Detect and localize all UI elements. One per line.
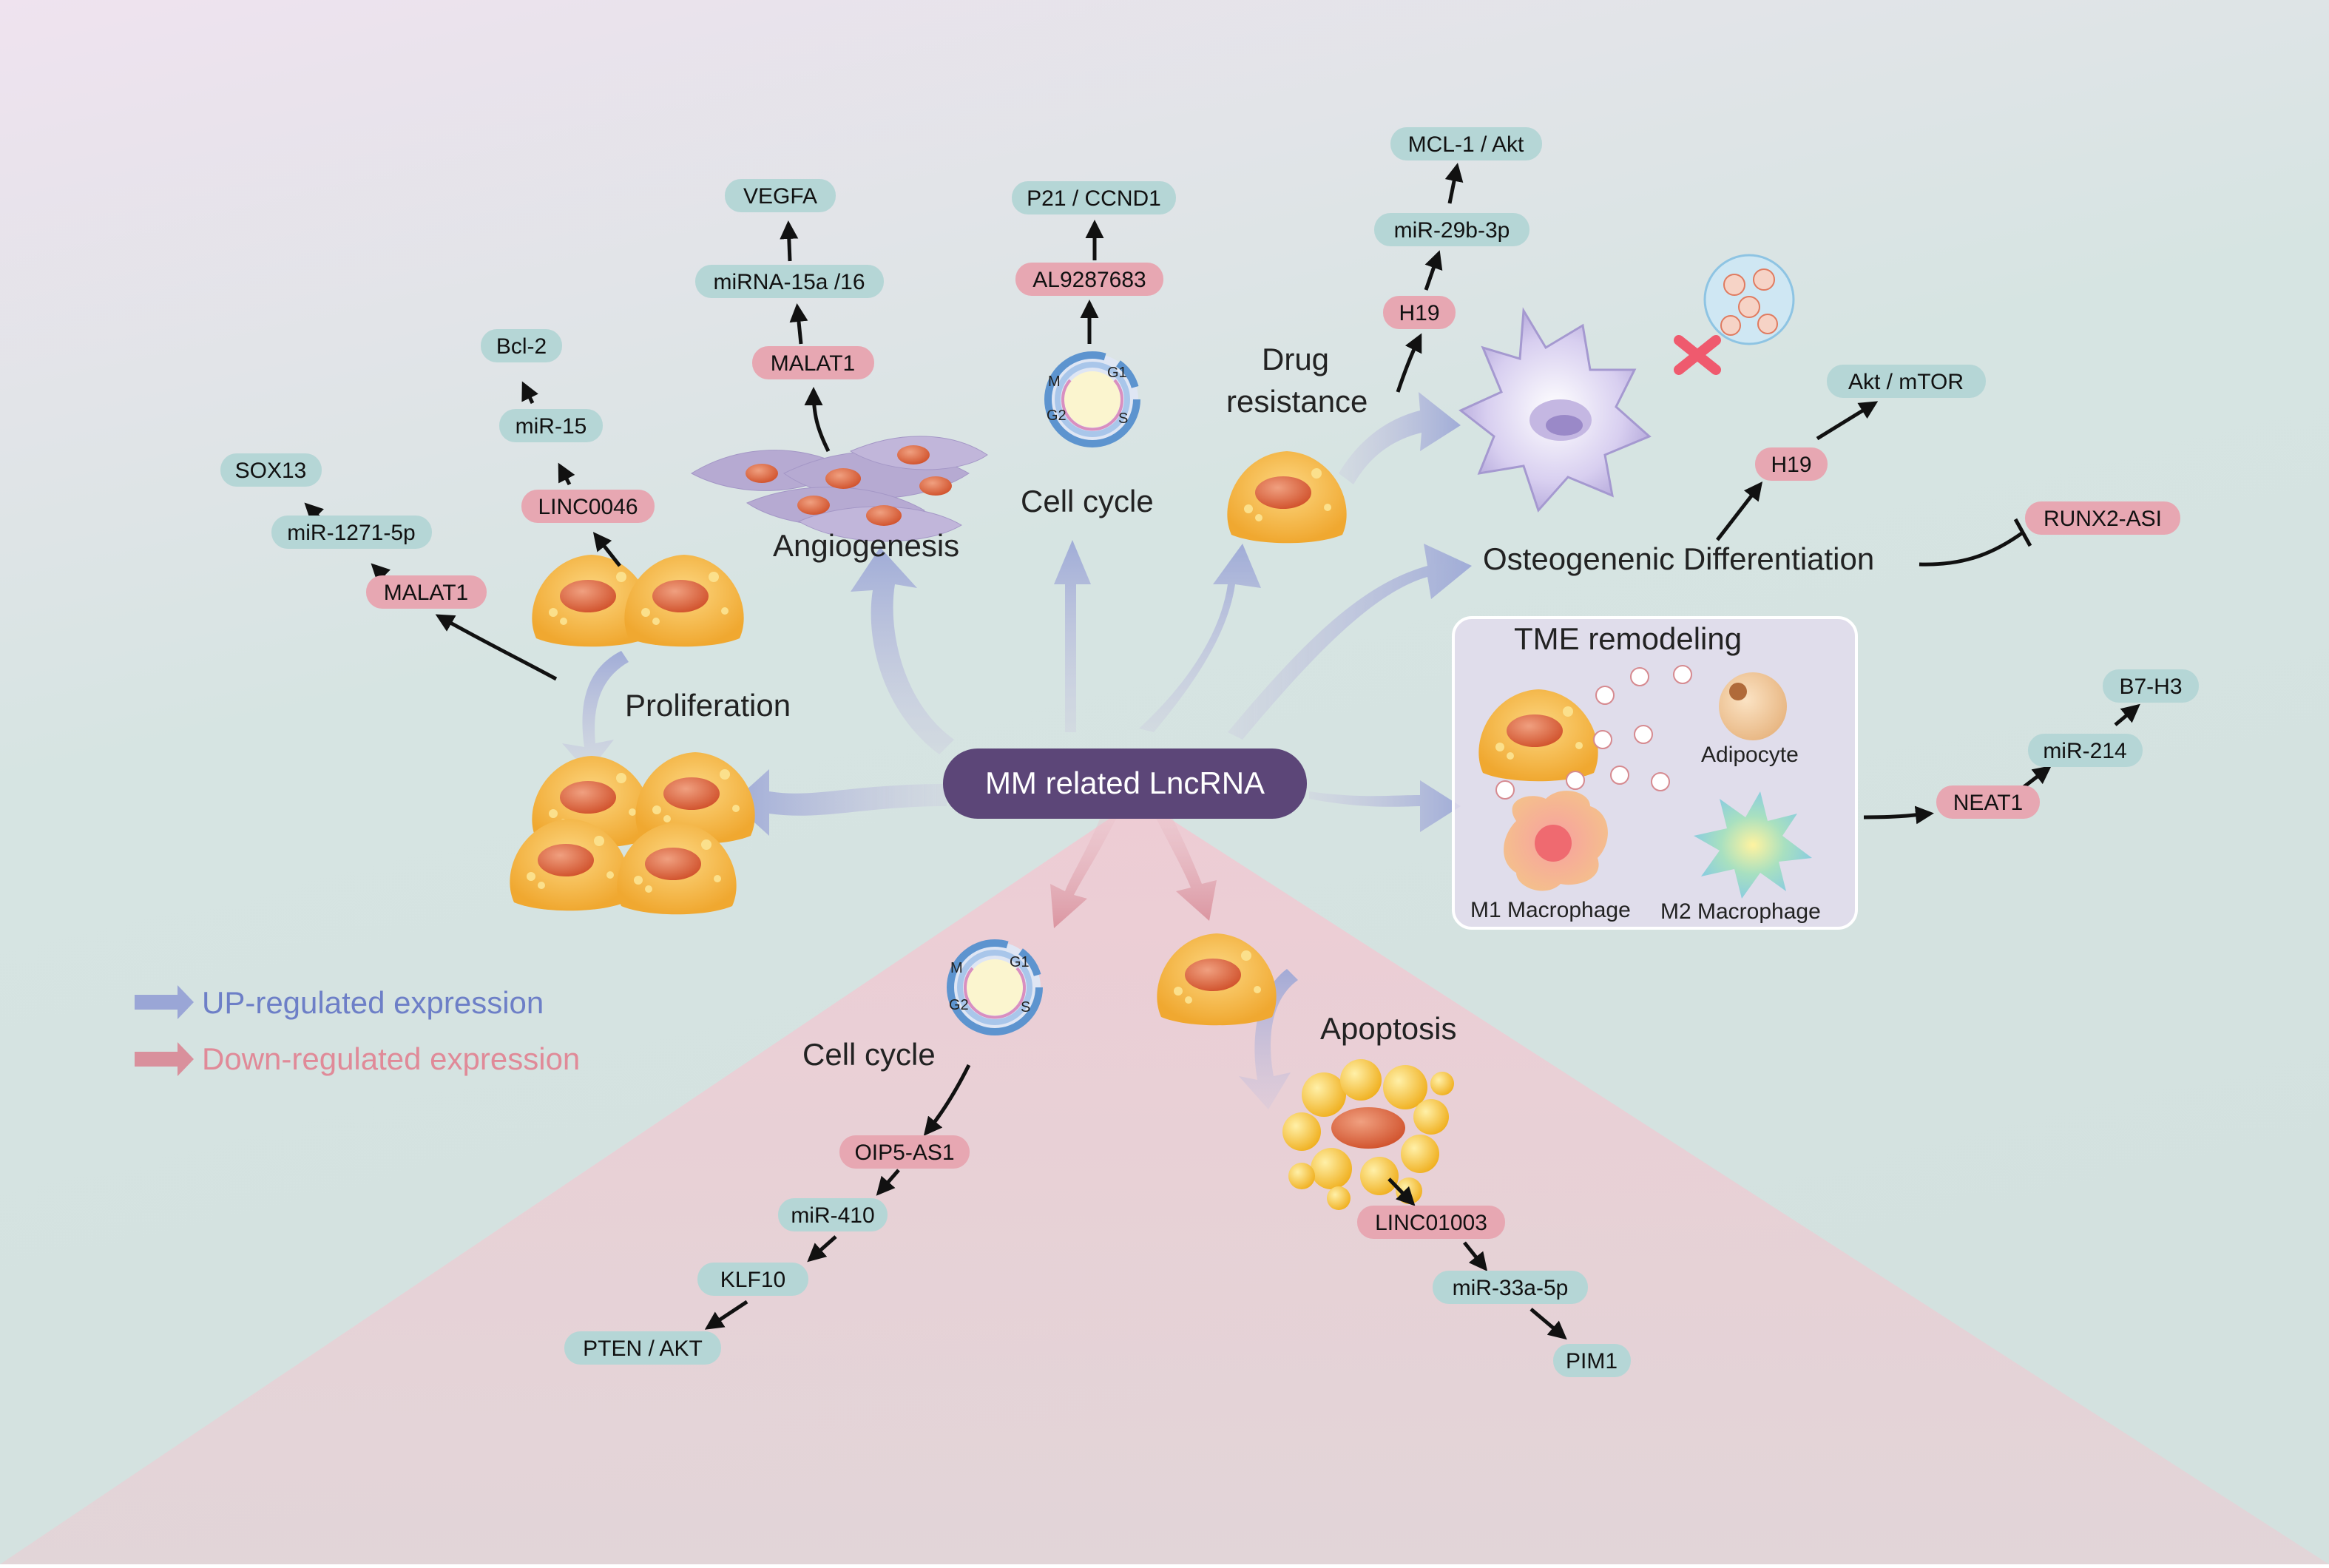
cell-cycle-down-graphic: G1 S G2 M [949, 942, 1041, 1033]
pill-klf10-text: KLF10 [720, 1268, 785, 1292]
osteogenic-label: Osteogenenic Differentiation [1483, 541, 1874, 576]
pill-mir214-text: miR-214 [2043, 739, 2126, 763]
proliferation-label: Proliferation [625, 688, 791, 723]
drug-resistance-label-2: resistance [1226, 384, 1368, 419]
pill-vegfa: VEGFA [725, 179, 836, 212]
legend-up-text: UP-regulated expression [202, 985, 544, 1020]
phase-s-up: S [1118, 410, 1128, 427]
cell-cycle-down-label: Cell cycle [802, 1037, 936, 1072]
pill-mir33a: miR-33a-5p [1433, 1271, 1588, 1304]
pill-klf10: KLF10 [697, 1263, 808, 1296]
m1-macrophage-label: M1 Macrophage [1470, 898, 1631, 922]
apoptotic-cell [1282, 1059, 1454, 1210]
pill-vegfa-text: VEGFA [743, 184, 817, 209]
pill-h19-drug: H19 [1383, 296, 1456, 329]
pill-bcl2: Bcl-2 [481, 329, 562, 362]
pill-malat1-prolif: MALAT1 [366, 575, 487, 609]
pill-mir29b-text: miR-29b-3p [1394, 218, 1510, 243]
pill-mir29b: miR-29b-3p [1374, 213, 1529, 246]
pill-malat1-prolif-text: MALAT1 [384, 581, 468, 605]
pill-runx2: RUNX2-ASI [2025, 501, 2180, 535]
adipocyte-label: Adipocyte [1701, 743, 1799, 767]
pill-b7h3-text: B7-H3 [2119, 675, 2182, 699]
pill-sox13-text: SOX13 [235, 459, 307, 483]
pill-mir410-text: miR-410 [791, 1203, 874, 1228]
pill-pim1: PIM1 [1553, 1344, 1631, 1377]
pill-mir15-text: miR-15 [516, 414, 587, 439]
angiogenesis-cells [690, 436, 988, 542]
legend-down-arrow-icon [135, 1042, 194, 1076]
pill-mcl1: MCL-1 / Akt [1390, 127, 1542, 160]
tme-box [1452, 616, 1858, 930]
pill-oip5: OIP5-AS1 [839, 1135, 970, 1169]
pill-linc01003-text: LINC01003 [1375, 1211, 1487, 1235]
pill-sox13: SOX13 [220, 453, 322, 487]
pill-neat1-text: NEAT1 [1953, 791, 2023, 815]
cell-cycle-up-label: Cell cycle [1021, 484, 1154, 518]
pill-al9287683-text: AL9287683 [1032, 268, 1146, 292]
resistant-cell [1458, 254, 1795, 513]
phase-m-down: M [950, 960, 963, 976]
pill-mir1271: miR-1271-5p [271, 516, 432, 549]
pill-mcl1-text: MCL-1 / Akt [1408, 132, 1524, 157]
legend-up-arrow-icon [135, 985, 194, 1019]
pill-mir15: miR-15 [499, 409, 603, 442]
phase-g2-up: G2 [1047, 408, 1067, 424]
pill-h19-osteo: H19 [1755, 447, 1828, 481]
phase-s-down: S [1021, 999, 1030, 1016]
pill-mirna15a: miRNA-15a /16 [695, 265, 884, 298]
angiogenesis-label: Angiogenesis [773, 528, 959, 563]
down-regulated-region [0, 799, 2329, 1564]
cell-cycle-up-graphic: G1 S G2 M [1047, 354, 1138, 445]
pill-malat1-angio-text: MALAT1 [771, 351, 855, 376]
pill-p21: P21 / CCND1 [1012, 181, 1176, 214]
drug-resistance-label-1: Drug [1262, 342, 1329, 376]
connector-arrows [304, 163, 2140, 1340]
pill-linc0046: LINC0046 [521, 490, 655, 523]
up-arrows [562, 392, 1472, 836]
pill-h19-osteo-text: H19 [1771, 453, 1811, 477]
pill-h19-drug-text: H19 [1399, 301, 1439, 325]
phase-g1-up: G1 [1107, 365, 1127, 381]
legend-down-text: Down-regulated expression [202, 1041, 580, 1076]
pill-pim1-text: PIM1 [1566, 1349, 1618, 1373]
tme-title: TME remodeling [1514, 621, 1742, 656]
pill-runx2-text: RUNX2-ASI [2044, 507, 2162, 531]
phase-g2-down: G2 [949, 997, 969, 1013]
down-arrows [1050, 810, 1298, 1109]
pill-linc0046-text: LINC0046 [538, 495, 638, 519]
pill-p21-text: P21 / CCND1 [1027, 186, 1161, 211]
pathway-pills: MALAT1 miR-1271-5p SOX13 LINC0046 miR-15… [220, 127, 2199, 1377]
pill-neat1: NEAT1 [1936, 785, 2040, 819]
pill-pten-text: PTEN / AKT [583, 1336, 703, 1361]
pill-bcl2-text: Bcl-2 [496, 334, 547, 359]
legend: UP-regulated expression Down-regulated e… [135, 985, 580, 1076]
pill-linc01003: LINC01003 [1357, 1206, 1505, 1239]
pill-mir33a-text: miR-33a-5p [1453, 1276, 1569, 1300]
phase-m-up: M [1048, 374, 1061, 390]
center-node: MM related LncRNA [943, 748, 1307, 819]
pill-malat1-angio: MALAT1 [752, 346, 874, 379]
pill-akt-mtor-text: Akt / mTOR [1848, 370, 1964, 394]
pill-pten: PTEN / AKT [564, 1331, 721, 1365]
apoptosis-label: Apoptosis [1320, 1011, 1456, 1046]
pill-akt-mtor: Akt / mTOR [1827, 365, 1986, 398]
pill-mir1271-text: miR-1271-5p [287, 521, 415, 545]
pill-mir410: miR-410 [778, 1198, 888, 1231]
phase-g1-down: G1 [1010, 954, 1030, 970]
center-label: MM related LncRNA [985, 766, 1265, 800]
pill-mir214: miR-214 [2028, 734, 2143, 767]
m2-macrophage-label: M2 Macrophage [1660, 899, 1821, 924]
pill-oip5-text: OIP5-AS1 [854, 1140, 954, 1165]
pill-al9287683: AL9287683 [1015, 263, 1163, 296]
pill-mirna15a-text: miRNA-15a /16 [713, 270, 865, 294]
pill-b7h3: B7-H3 [2103, 669, 2199, 703]
